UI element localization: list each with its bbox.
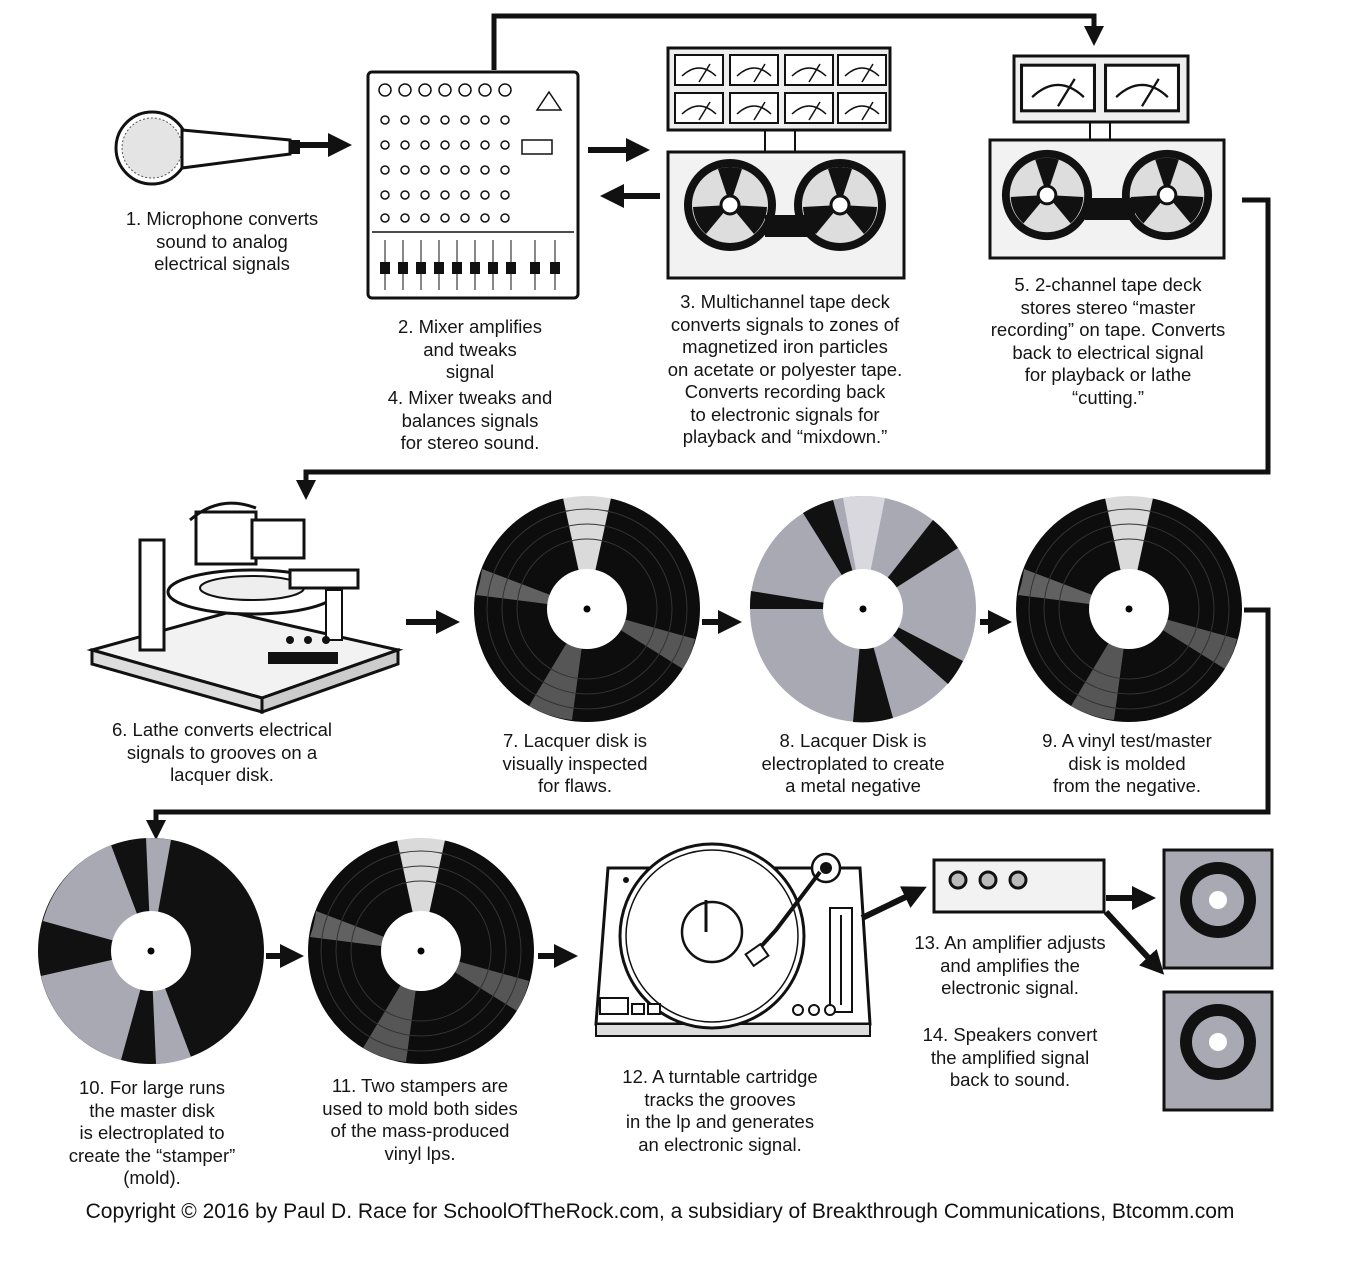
caption-step-1: 1. Microphone converts sound to analog e… — [125, 208, 319, 274]
metal-negative-disk-icon — [749, 496, 976, 723]
speaker-icon — [1162, 990, 1274, 1112]
caption-step-12: 12. A turntable cartridge tracks the gro… — [622, 1066, 818, 1155]
speaker-icon — [1162, 848, 1274, 970]
caption-step-4: 4. Mixer tweaks and balances signals for… — [387, 387, 553, 453]
caption-step-5: 5. 2-channel tape deck stores stereo “ma… — [990, 274, 1226, 408]
mixing-console-icon — [366, 70, 580, 300]
amplifier-icon — [932, 858, 1106, 914]
arrow-mixer-to-2ch-deck — [491, 13, 1104, 70]
caption-step-9: 9. A vinyl test/master disk is molded fr… — [1042, 730, 1212, 796]
caption-step-14: 14. Speakers convert the amplified signa… — [922, 1024, 1098, 1090]
vinyl-test-disk-icon — [1015, 494, 1243, 723]
arrow-turntable-to-amp — [860, 886, 927, 921]
arrow-2ch-deck-to-lathe — [296, 197, 1271, 500]
copyright-notice: Copyright © 2016 by Paul D. Race for Sch… — [85, 1200, 1235, 1223]
turntable-icon — [594, 842, 872, 1037]
caption-step-13: 13. An amplifier adjusts and amplifies t… — [914, 932, 1106, 998]
multichannel-tape-deck-icon — [666, 46, 906, 280]
caption-step-7: 7. Lacquer disk is visually inspected fo… — [502, 730, 648, 796]
arrow-amp-to-speaker-2 — [1103, 909, 1165, 975]
caption-step-3: 3. Multichannel tape deck converts signa… — [667, 291, 903, 447]
caption-step-8: 8. Lacquer Disk is electroplated to crea… — [761, 730, 945, 796]
caption-step-6: 6. Lathe converts electrical signals to … — [111, 719, 333, 785]
arrow-test-to-stamper — [146, 607, 1271, 840]
caption-step-10: 10. For large runs the master disk is el… — [68, 1077, 236, 1188]
two-channel-tape-deck-icon — [988, 54, 1226, 260]
vinyl-lp-icon — [307, 836, 535, 1065]
stamper-disk-icon — [38, 837, 264, 1064]
cutting-lathe-icon — [86, 501, 404, 715]
caption-step-11: 11. Two stampers are used to mold both s… — [322, 1075, 518, 1164]
lacquer-disk-icon — [473, 494, 701, 723]
caption-step-2: 2. Mixer amplifies and tweaks signal — [398, 316, 542, 382]
microphone-icon — [114, 110, 300, 186]
